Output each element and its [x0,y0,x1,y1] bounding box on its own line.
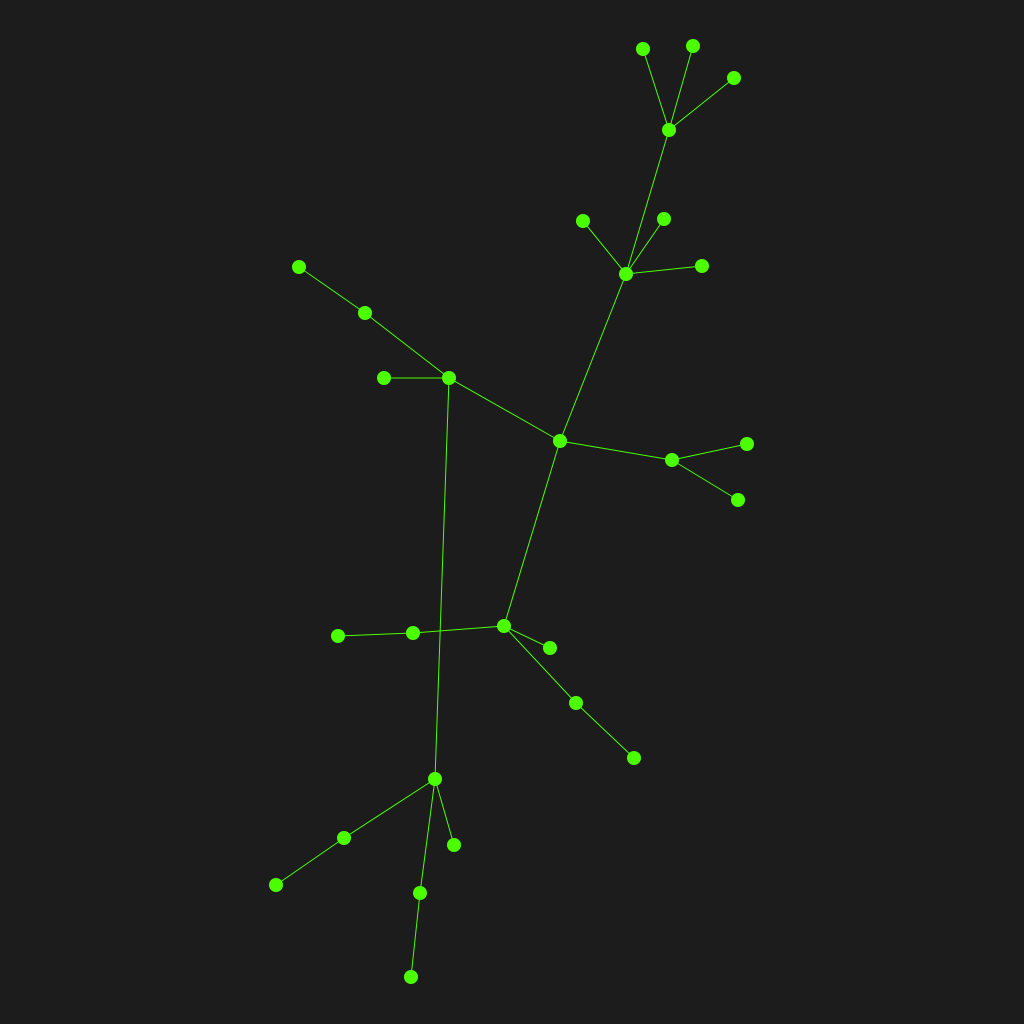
graph-node[interactable] [337,831,351,845]
graph-edge [434,778,455,846]
graph-edge [625,265,703,275]
nodes-layer [269,39,754,984]
graph-node[interactable] [358,306,372,320]
graph-edge [410,892,421,978]
graph-node[interactable] [636,42,650,56]
graph-node[interactable] [665,453,679,467]
graph-edge [671,459,739,501]
graph-edge [448,377,561,442]
graph-node[interactable] [406,626,420,640]
graph-edge [503,625,577,704]
graph-edge [668,45,694,131]
edges-layer [275,45,748,978]
graph-node[interactable] [447,838,461,852]
graph-edge [412,625,505,634]
graph-node[interactable] [497,619,511,633]
graph-node[interactable] [292,260,306,274]
graph-node[interactable] [428,772,442,786]
graph-node[interactable] [686,39,700,53]
graph-node[interactable] [727,71,741,85]
graph-edge [671,443,748,461]
graph-edge [364,312,450,379]
graph-node[interactable] [377,371,391,385]
graph-edge [582,220,627,275]
graph-node[interactable] [740,437,754,451]
graph-node[interactable] [657,212,671,226]
graph-edge [503,440,561,627]
graph-node[interactable] [662,123,676,137]
graph-node[interactable] [413,886,427,900]
graph-node[interactable] [269,878,283,892]
graph-node[interactable] [731,493,745,507]
graph-edge [298,266,366,314]
graph-node[interactable] [695,259,709,273]
graph-edge [503,625,551,649]
graph-node[interactable] [569,696,583,710]
graph-node[interactable] [627,751,641,765]
graph-edge [559,273,627,442]
graph-node[interactable] [543,641,557,655]
graph-edge [434,377,450,780]
graph-node[interactable] [576,214,590,228]
graph-edge [343,778,436,839]
graph-node[interactable] [404,970,418,984]
graph-edge [337,632,414,637]
graph-edge [625,218,665,275]
graph-node[interactable] [331,629,345,643]
graph-node[interactable] [442,371,456,385]
graph-node[interactable] [619,267,633,281]
graph-edge [275,837,345,886]
graph-edge [559,440,673,461]
graph-node[interactable] [553,434,567,448]
graph-edge [419,778,436,894]
graph-edge [642,48,670,131]
graph-edge [668,77,735,131]
graph-edge [575,702,635,759]
graph-edge [625,129,670,275]
